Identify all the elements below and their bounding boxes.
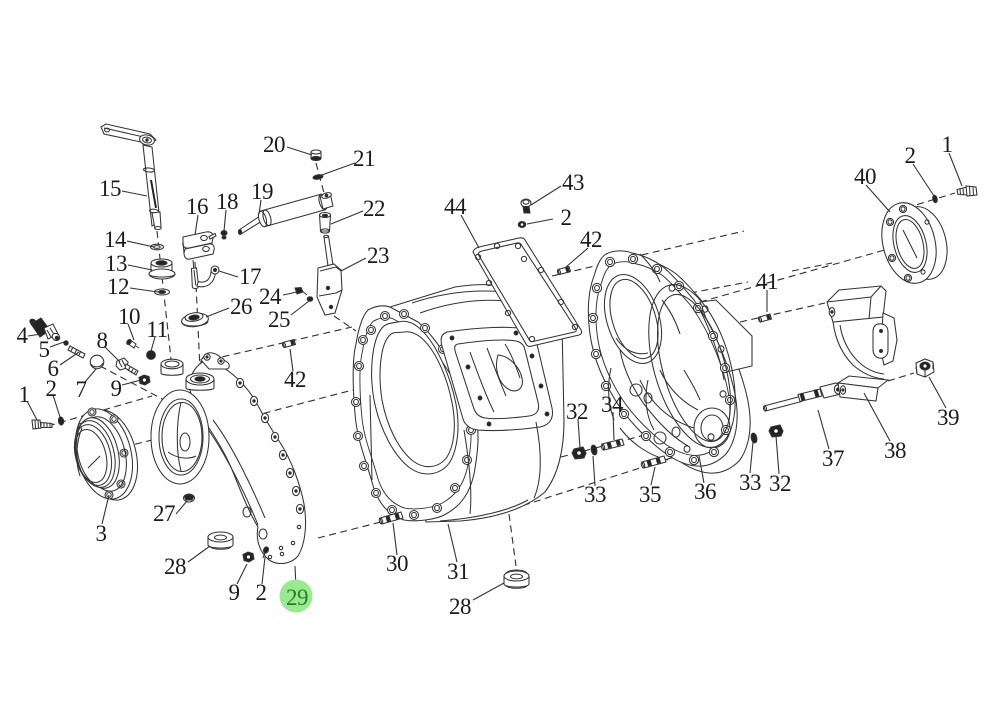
svg-text:16: 16: [186, 194, 208, 219]
svg-text:19: 19: [251, 179, 273, 204]
svg-text:13: 13: [105, 251, 127, 276]
svg-text:18: 18: [216, 189, 238, 214]
svg-text:26: 26: [230, 294, 252, 319]
svg-text:15: 15: [99, 176, 121, 201]
svg-text:14: 14: [104, 227, 127, 252]
svg-text:7: 7: [76, 377, 87, 402]
svg-text:33: 33: [739, 470, 761, 495]
svg-text:34: 34: [601, 392, 624, 417]
svg-text:43: 43: [562, 170, 584, 195]
svg-text:44: 44: [444, 194, 467, 219]
svg-text:1: 1: [19, 382, 30, 407]
svg-text:42: 42: [580, 227, 602, 252]
svg-text:40: 40: [854, 164, 876, 189]
svg-text:32: 32: [769, 471, 791, 496]
svg-text:2: 2: [46, 376, 57, 401]
svg-text:33: 33: [584, 482, 606, 507]
svg-text:42: 42: [284, 367, 306, 392]
svg-text:21: 21: [353, 146, 375, 171]
svg-text:17: 17: [239, 264, 261, 289]
svg-text:23: 23: [367, 243, 389, 268]
svg-text:5: 5: [39, 337, 50, 362]
svg-text:35: 35: [639, 482, 661, 507]
svg-text:2: 2: [561, 205, 572, 230]
svg-text:39: 39: [937, 405, 959, 430]
svg-text:2: 2: [256, 580, 267, 605]
svg-text:11: 11: [146, 317, 167, 342]
svg-text:28: 28: [164, 554, 186, 579]
svg-text:30: 30: [386, 551, 408, 576]
svg-text:12: 12: [107, 274, 129, 299]
svg-text:9: 9: [229, 580, 240, 605]
svg-text:36: 36: [694, 479, 716, 504]
svg-text:22: 22: [363, 196, 385, 221]
svg-text:25: 25: [268, 307, 290, 332]
svg-text:6: 6: [48, 356, 59, 381]
svg-text:20: 20: [263, 132, 285, 157]
svg-text:3: 3: [96, 521, 107, 546]
svg-text:38: 38: [884, 438, 906, 463]
svg-text:37: 37: [822, 446, 844, 471]
svg-text:1: 1: [942, 132, 953, 157]
svg-text:2: 2: [905, 143, 916, 168]
svg-text:31: 31: [447, 559, 469, 584]
svg-text:10: 10: [118, 304, 140, 329]
svg-text:24: 24: [259, 284, 282, 309]
svg-text:27: 27: [153, 501, 175, 526]
svg-text:29: 29: [286, 585, 308, 610]
svg-text:9: 9: [111, 376, 122, 401]
svg-text:4: 4: [17, 323, 29, 348]
svg-text:32: 32: [566, 399, 588, 424]
svg-text:28: 28: [449, 594, 471, 619]
svg-text:41: 41: [756, 269, 778, 294]
svg-text:8: 8: [97, 328, 108, 353]
